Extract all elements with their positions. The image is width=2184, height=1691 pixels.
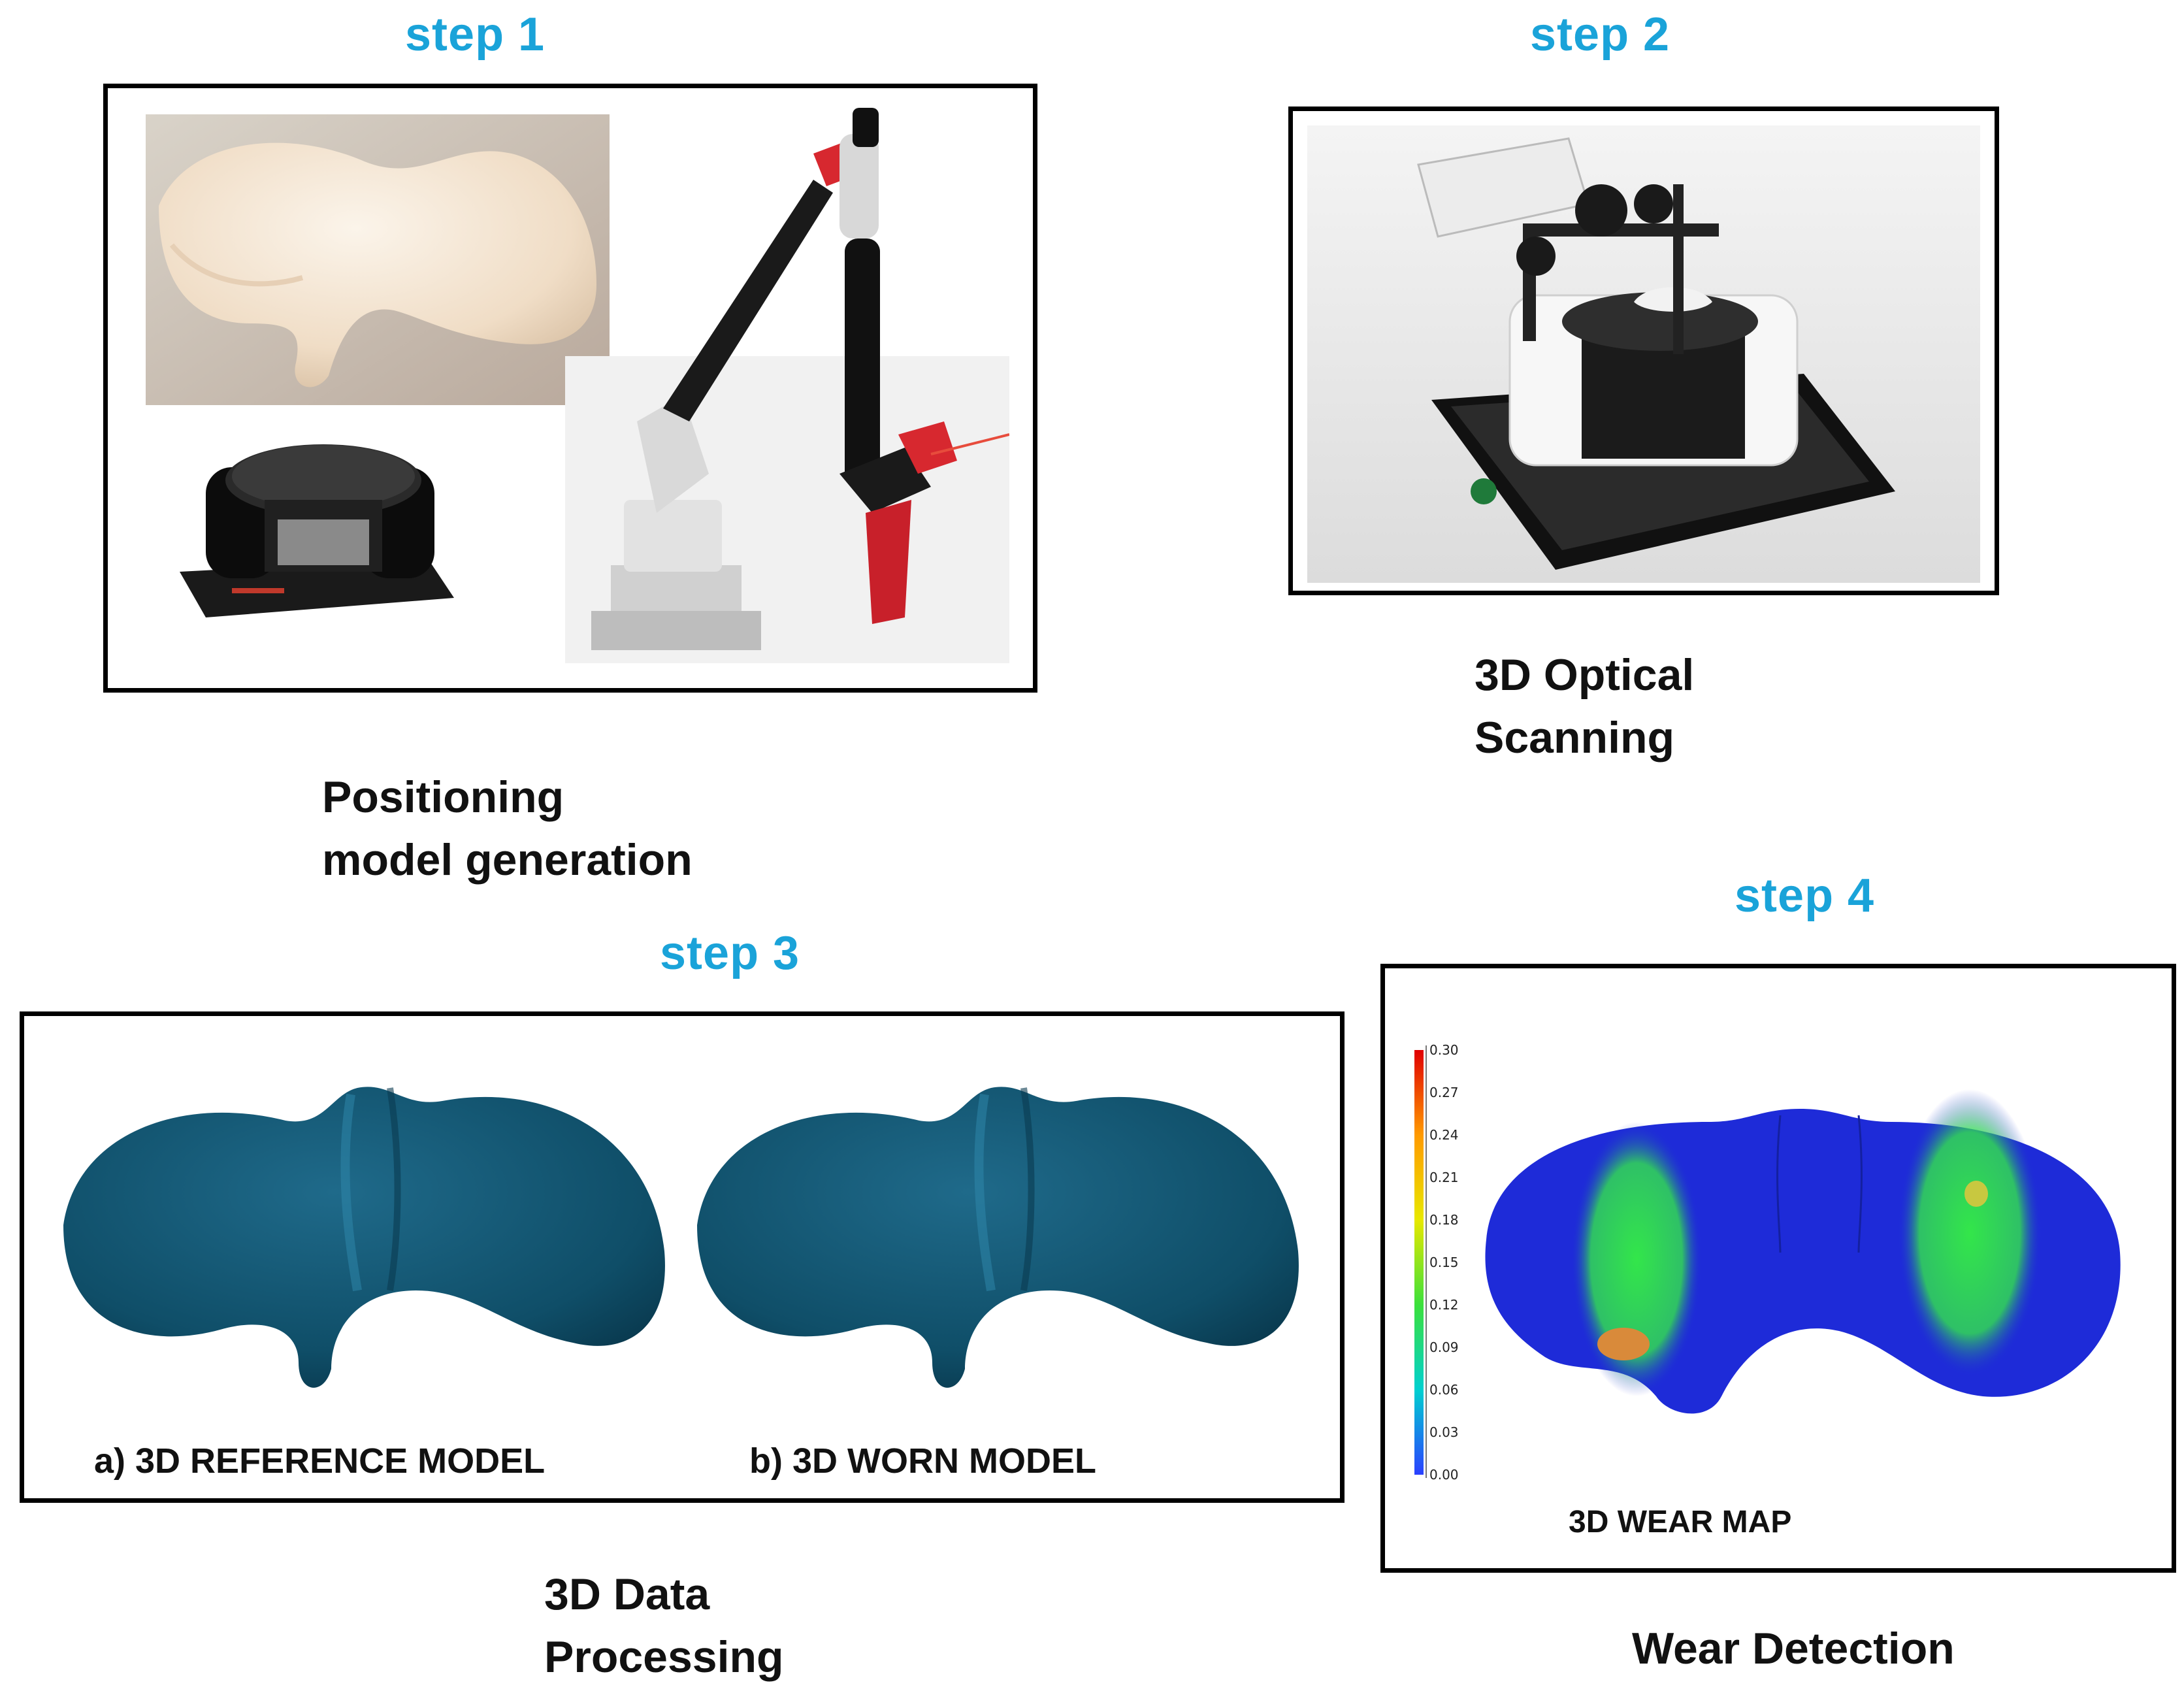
- reference-model-render: [63, 1087, 665, 1388]
- optical-scanner-photo: [1307, 125, 1980, 583]
- step1-caption-line1: Positioning: [322, 772, 564, 822]
- scale-tick: 0.00: [1429, 1467, 1459, 1483]
- step2-label: step 2: [1530, 8, 1671, 61]
- step3-caption-line1: 3D Data: [544, 1569, 710, 1619]
- step1-caption-line2: model generation: [322, 835, 693, 885]
- worn-model-label: b) 3D WORN MODEL: [749, 1441, 1096, 1481]
- step1-panel: [103, 84, 1037, 693]
- scale-tick: 0.09: [1429, 1339, 1459, 1355]
- worn-model-render: [697, 1087, 1299, 1388]
- scale-tick: 0.30: [1429, 1042, 1459, 1058]
- step3-label: step 3: [660, 927, 800, 979]
- wear-map-label: 3D WEAR MAP: [1569, 1505, 1792, 1539]
- step4-panel: 0.30 0.27 0.24 0.21 0.18 0.15 0.12 0.09 …: [1380, 964, 2176, 1573]
- scale-tick: 0.03: [1429, 1424, 1459, 1440]
- step2-caption-line1: 3D Optical: [1475, 650, 1695, 700]
- step1-label: step 1: [405, 8, 546, 61]
- femoral-component-photo: [146, 114, 610, 405]
- wear-scale-bar: [1414, 1050, 1424, 1475]
- scale-tick: 0.12: [1429, 1297, 1459, 1313]
- scale-tick: 0.15: [1429, 1255, 1459, 1270]
- step2-panel: [1288, 107, 1999, 595]
- measuring-arm-photo: [565, 108, 1009, 663]
- step3-caption-line2: Processing: [544, 1632, 784, 1682]
- rotary-table-photo: [180, 444, 454, 617]
- scale-tick: 0.24: [1429, 1127, 1459, 1143]
- wear-scale-axis: [1426, 1045, 1427, 1478]
- step3-panel: a) 3D REFERENCE MODEL b) 3D WORN MODEL: [20, 1011, 1345, 1503]
- step4-caption: Wear Detection: [1632, 1624, 1955, 1673]
- scale-tick: 0.27: [1429, 1085, 1459, 1100]
- scale-tick: 0.18: [1429, 1212, 1459, 1228]
- reference-model-label: a) 3D REFERENCE MODEL: [94, 1441, 546, 1481]
- step4-label: step 4: [1735, 870, 1875, 922]
- scale-tick: 0.21: [1429, 1170, 1459, 1185]
- scale-tick: 0.06: [1429, 1382, 1459, 1398]
- wear-map-render: [1485, 1089, 2121, 1414]
- step2-caption-line2: Scanning: [1475, 713, 1675, 763]
